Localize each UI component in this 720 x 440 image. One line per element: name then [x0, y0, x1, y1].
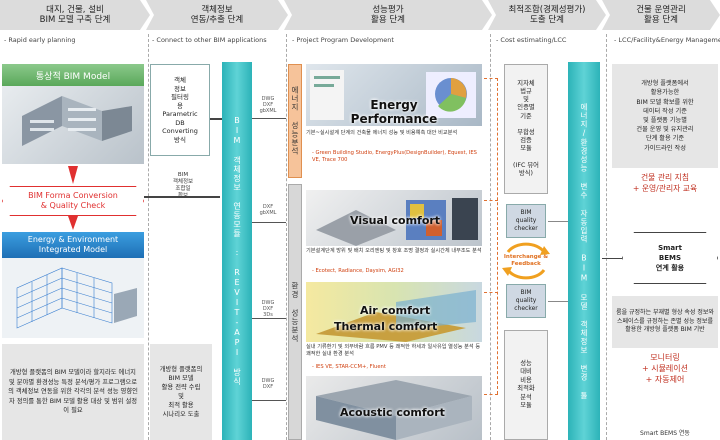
environment-analysis-tab-label: 환경 성능분석 — [290, 281, 300, 343]
visual-desc: 기본설계단계 방위 및 배치 오리엔팅 및 창호 조명 결정과 실시간체 내부조… — [306, 248, 482, 254]
cycle-arrows-icon — [502, 242, 550, 280]
acoustic-comfort-title: Acoustic comfort — [340, 406, 445, 419]
connector-line — [484, 292, 498, 293]
down-arrow-icon — [68, 166, 78, 184]
auto-input-tool-label: 에너지/환경성능 변수 자동입력 BIM 모델 객체정보 변경 툴 — [579, 102, 589, 400]
connector-line — [252, 318, 286, 319]
connector-line — [548, 221, 568, 222]
col2-description: 개방형 플랫폼의 BIM 모델 활용 전략 수립 및 최적 활용 시나리오 도출 — [150, 344, 212, 440]
air-comfort-image — [306, 282, 482, 342]
divider — [286, 34, 287, 440]
connector-line — [484, 78, 498, 79]
format-label: DWG DXF gbXML — [259, 96, 277, 114]
energy-performance-image — [306, 64, 482, 126]
divider — [490, 34, 491, 440]
connector-line — [484, 200, 498, 201]
energy-analysis-tab-label: 에너지 성능분석 — [290, 86, 300, 156]
down-arrow-icon — [68, 216, 78, 230]
connector-line — [602, 258, 622, 259]
connector-line — [210, 118, 222, 120]
header-stage-5-label: 건물 운영관리 활용 단계 — [636, 5, 686, 25]
connector-line — [252, 118, 286, 119]
forma-conversion-label: BIM Forma Conversion & Quality Check — [28, 191, 118, 210]
parametric-db-box: 객체 정보 필터링 용 Parametric DB Converting 방식 — [150, 64, 210, 156]
col5-guideline-desc: 개방형 플랫폼에서 활용가능한 BIM 모델 확보를 위한 데이터 작성 기준 … — [612, 64, 718, 168]
interchange-feedback: Interchange & Feedback — [503, 254, 549, 267]
format-label: DWG DXF — [261, 378, 275, 390]
energy-model-title: Energy & Environment Integrated Model — [2, 232, 144, 258]
smart-bems-link: Smart BEMS 연동 — [640, 430, 690, 437]
bim-object-module-label: BIM 객체정보 연동모듈 : REVIT-API 방식 — [232, 116, 242, 386]
smart-bems-hexagon — [622, 232, 718, 284]
header-stage-1: 대지, 건물, 설비 BIM 모델 구축 단계 — [0, 0, 150, 30]
bim-quality-checker-1: BIM quality checker — [506, 204, 546, 238]
energy-model-image — [2, 258, 144, 338]
header-stage-4: 최적조합(경제성평가) 도출 단계 — [488, 0, 606, 30]
connector-line — [144, 196, 220, 198]
connector-line — [252, 400, 286, 401]
header-stage-2: 객체정보 연동/추출 단계 — [146, 0, 288, 30]
air-desc: 실내 기류환기 및 외부바람 흐름 PMV 등 쾌적한 하세과 일사유입 열성능… — [306, 344, 481, 357]
bim-model-title: 통상적 BIM Model — [2, 64, 144, 86]
connector-line — [548, 301, 568, 302]
subheader-2: - Connect to other BIM applications — [152, 36, 267, 44]
building-mgmt-guideline: 건물 관리 지침 + 운영/관리자 교육 — [632, 173, 698, 193]
monitoring-simulation-control: 모니터링 + 시뮬레이션 + 자동제어 — [641, 353, 689, 384]
header-stage-2-label: 객체정보 연동/추출 단계 — [190, 5, 244, 25]
header-stage-3-label: 성능평가 활용 단계 — [371, 5, 405, 25]
bim-object-module-column: BIM 객체정보 연동모듈 : REVIT-API 방식 — [222, 62, 252, 440]
regulation-check-module: 지자체 법규 및 인증별 기준 부합성 검증 모듈 (IFC 뷰어 방식) — [504, 64, 548, 194]
divider — [606, 34, 607, 440]
visual-comfort-title: Visual comfort — [350, 214, 441, 227]
header-stage-4-label: 최적조합(경제성평가) 도출 단계 — [508, 5, 586, 25]
col5-bim-desc: 룸을 규정하는 부재별 형상 속성 정보와 스페이스를 규정하는 존별 성능 정… — [612, 296, 718, 348]
subheader-4: - Cost estimating/LCC — [496, 36, 567, 44]
smart-bems-label: Smart BEMS 연계 활용 — [655, 244, 685, 272]
header-stage-3: 성능평가 활용 단계 — [284, 0, 492, 30]
energy-analysis-tab: 에너지 성능분석 — [288, 64, 302, 178]
auto-input-tool-column: 에너지/환경성능 변수 자동입력 BIM 모델 객체정보 변경 툴 — [568, 62, 600, 440]
visual-comfort-image — [306, 190, 482, 246]
visual-tools: - Ecotect, Radiance, Daysim, AGI32 — [312, 268, 404, 274]
subheader-5: - LCC/Facility&Energy Management — [614, 36, 720, 44]
subheader-1: - Rapid early planning — [4, 36, 76, 44]
connector-line — [497, 78, 498, 394]
acoustic-comfort-image — [306, 376, 482, 440]
header-stage-1-label: 대지, 건물, 설비 BIM 모델 구축 단계 — [39, 5, 111, 25]
energy-tools: - Green Building Studio, EnergyPlus(Desi… — [312, 150, 477, 163]
energy-performance-title: Energy Performance — [350, 98, 438, 126]
header-stage-5: 건물 운영관리 활용 단계 — [602, 0, 720, 30]
bim-quality-checker-2: BIM quality checker — [506, 284, 546, 318]
connector-line — [252, 222, 286, 223]
energy-desc: 기본~실시설계 단계의 건축물 에너지 성능 및 비용예측 대안 비교분석 — [306, 130, 458, 136]
subheader-3: - Project Program Development — [292, 36, 394, 44]
air-comfort-title: Air comfort — [360, 304, 431, 317]
cost-optimization-module: 성능 대비 비용 최적화 분석 모듈 — [504, 330, 548, 440]
air-tools: - IES VE, STAR-CCM+, Fluent — [312, 364, 386, 370]
thermal-comfort-title: Thermal comfort — [334, 320, 438, 333]
bim-model-image — [2, 86, 144, 164]
format-label: DXF gbXML — [259, 204, 277, 216]
divider — [148, 34, 149, 440]
connector-line — [484, 394, 498, 395]
forma-conversion-box — [2, 186, 144, 216]
environment-analysis-tab: 환경 성능분석 — [288, 184, 302, 440]
col1-description: 개방형 플랫폼의 BIM 모델이라 할지라도 에너지 및 분야별 환경성능 특정… — [2, 344, 144, 440]
format-label: DWG DXF 3Ds — [261, 300, 275, 318]
